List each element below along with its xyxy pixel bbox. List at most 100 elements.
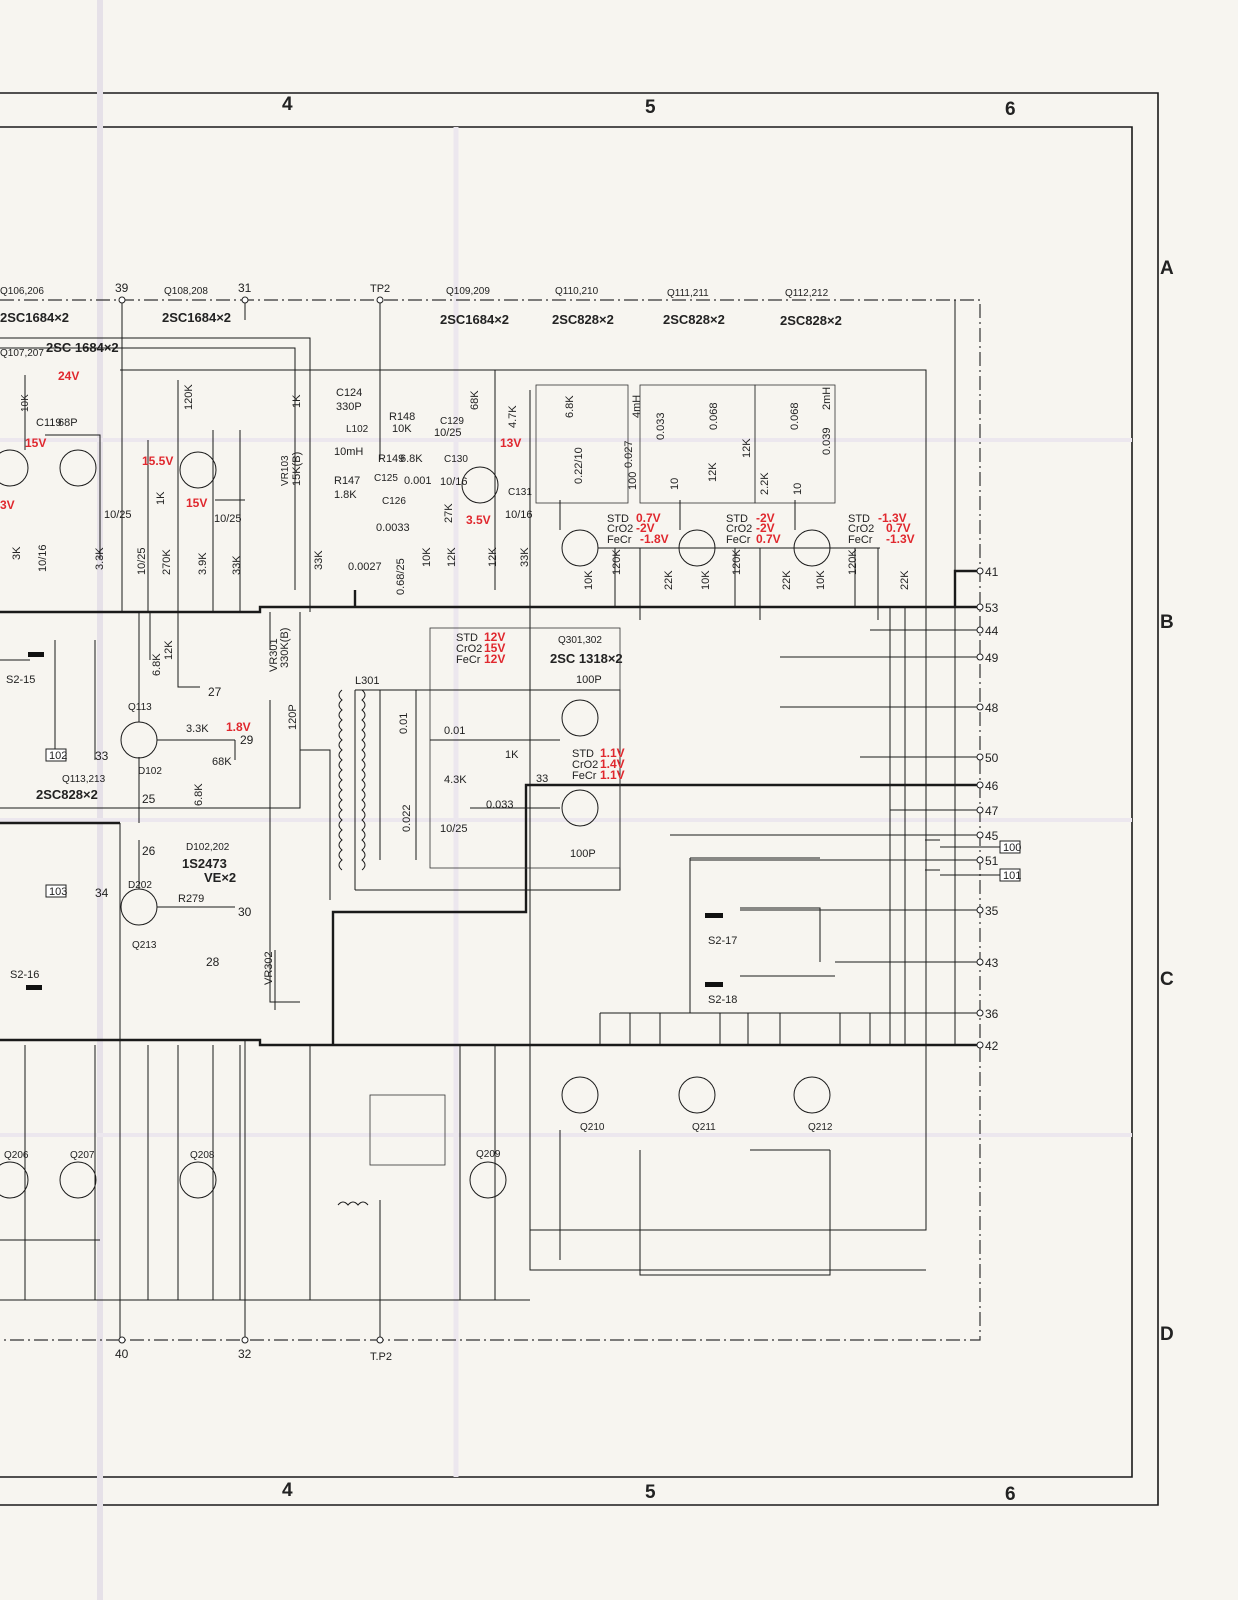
fecr-voltage-q110: -1.8V bbox=[640, 532, 669, 546]
r181-value: 6.8K bbox=[193, 783, 205, 806]
r161-value: 12K bbox=[741, 438, 753, 458]
bus-41 bbox=[953, 569, 980, 607]
terminal-48: 48 bbox=[985, 701, 999, 715]
rail-top-1 bbox=[0, 337, 311, 612]
rail-stage2 bbox=[120, 369, 927, 1231]
r145-value: 1K bbox=[291, 394, 303, 408]
r146-value: 33K bbox=[313, 550, 325, 570]
terminal-49: 49 bbox=[985, 651, 999, 665]
mid-terminals: 27 29 25 26 30 28 33 34 bbox=[95, 685, 254, 969]
fecr-voltage-q302: 1.1V bbox=[600, 768, 625, 782]
terminal-45: 45 bbox=[985, 829, 999, 843]
r140-value: 33K bbox=[231, 555, 243, 575]
c126-label: C126 bbox=[382, 496, 406, 507]
d102-ref: D102,202 bbox=[186, 842, 230, 853]
r159-value: 10 bbox=[669, 478, 681, 490]
terminal-39-dot bbox=[118, 296, 126, 304]
q207-ref: Q207 bbox=[70, 1150, 95, 1161]
switch-s2-15-contact bbox=[28, 652, 44, 657]
terminal-26: 26 bbox=[142, 844, 156, 858]
std-voltage-q302: 1.1V bbox=[600, 746, 625, 760]
tp2-bottom: T.P2 bbox=[370, 1351, 392, 1363]
switch-s2-17: S2-17 bbox=[708, 935, 737, 947]
r136-value: 1K bbox=[155, 491, 167, 505]
cro2-voltage-q112: 0.7V bbox=[886, 521, 911, 535]
mode-table-q110: STD CrO2 FeCr 0.7V -2V -1.8V bbox=[607, 511, 669, 546]
fecr-voltage-q112: -1.3V bbox=[886, 532, 915, 546]
r172-value: 22K bbox=[899, 570, 911, 590]
mode-fecr-q111: FeCr bbox=[726, 534, 751, 546]
r164-value: 10K bbox=[583, 570, 595, 590]
vr302-label: VR302 bbox=[263, 951, 275, 985]
rail-top-2 bbox=[0, 347, 296, 590]
terminal-29: 29 bbox=[240, 733, 254, 747]
upper-left-stage bbox=[0, 375, 499, 612]
right-terminal-wires bbox=[670, 300, 980, 1045]
r135-value: 3.3K bbox=[94, 547, 106, 570]
grid-col-5-bottom: 5 bbox=[645, 1482, 656, 1503]
switch-s2-16: S2-16 bbox=[10, 969, 39, 981]
c119-label: C119 bbox=[36, 417, 61, 429]
q109-type: 2SC1684×2 bbox=[440, 312, 509, 327]
mode-fecr-q302: FeCr bbox=[572, 770, 597, 782]
r149-value: 6.8K bbox=[400, 453, 423, 465]
mode-cro2-q112: CrO2 bbox=[848, 523, 874, 535]
c124-label: C124 bbox=[336, 387, 362, 399]
q106-type: 2SC1684×2 bbox=[0, 310, 69, 325]
r157-value: 6.8K bbox=[564, 395, 576, 418]
tp2-bottom-dot bbox=[376, 1336, 384, 1344]
switch-s2-15: S2-15 bbox=[6, 674, 35, 686]
grid-col-6-top: 6 bbox=[1005, 99, 1016, 120]
r147-value: 1.8K bbox=[334, 489, 357, 501]
r154-value: 4.7K bbox=[507, 405, 519, 428]
lower-stage bbox=[0, 1012, 926, 1340]
cro2-voltage-q111: -2V bbox=[756, 521, 775, 535]
mode-table-q301: STD CrO2 FeCr 12V 15V 12V bbox=[456, 630, 505, 666]
r171-value: 120K bbox=[847, 549, 859, 575]
r166-value: 22K bbox=[663, 570, 675, 590]
q112-type: 2SC828×2 bbox=[780, 313, 842, 328]
terminal-46: 46 bbox=[985, 779, 999, 793]
l301-label: L301 bbox=[355, 675, 379, 687]
l301-coil bbox=[361, 689, 366, 871]
mode-cro2-q301: CrO2 bbox=[456, 643, 482, 655]
cro2-voltage-q301: 15V bbox=[484, 641, 505, 655]
l301-coil-primary bbox=[338, 689, 343, 871]
c121-value: 10/25 bbox=[104, 509, 132, 521]
r167-value: 10K bbox=[700, 570, 712, 590]
grid-col-5-top: 5 bbox=[645, 97, 656, 118]
box-100-label: 100 bbox=[1003, 842, 1021, 854]
voltage-1-8v: 1.8V bbox=[226, 720, 251, 734]
c303-value: 0.022 bbox=[401, 804, 413, 832]
r303-value: 33 bbox=[536, 773, 548, 785]
c128-value: 0.68/25 bbox=[395, 558, 407, 595]
q206-ref: Q206 bbox=[4, 1150, 29, 1161]
mode-fecr-q112: FeCr bbox=[848, 534, 873, 546]
r137-value: 120K bbox=[183, 384, 195, 410]
terminal-28: 28 bbox=[206, 955, 220, 969]
cro2-voltage-q302: 1.4V bbox=[600, 757, 625, 771]
r144-value: 12K bbox=[163, 640, 175, 660]
c133-value: 0.027 bbox=[623, 440, 635, 468]
r180-value: 68K bbox=[212, 756, 232, 768]
std-voltage-q301: 12V bbox=[484, 630, 505, 644]
terminal-36: 36 bbox=[985, 1007, 999, 1021]
mode-cro2-q111: CrO2 bbox=[726, 523, 752, 535]
q113-type: 2SC828×2 bbox=[36, 787, 98, 802]
switch-s2-18-contact bbox=[705, 982, 723, 987]
tp2-top: TP2 bbox=[370, 283, 390, 295]
terminal-53: 53 bbox=[985, 601, 999, 615]
q111-ref: Q111,211 bbox=[667, 288, 709, 299]
voltage-15v-b: 15V bbox=[186, 496, 207, 510]
mode-cro2-q302: CrO2 bbox=[572, 759, 598, 771]
voltage-15-5v: 15.5V bbox=[142, 454, 173, 468]
r143-value: 6.8K bbox=[151, 653, 163, 676]
mode-cro2-q110: CrO2 bbox=[607, 523, 633, 535]
mode-std-q302: STD bbox=[572, 748, 594, 760]
r147-label: R147 bbox=[334, 475, 360, 487]
q109-ref: Q109,209 bbox=[446, 286, 490, 297]
box-102-label: 102 bbox=[49, 750, 67, 762]
box-101-label: 101 bbox=[1003, 870, 1021, 882]
c308-value: 100P bbox=[576, 674, 602, 686]
switch-s2-17-contact bbox=[705, 913, 723, 918]
